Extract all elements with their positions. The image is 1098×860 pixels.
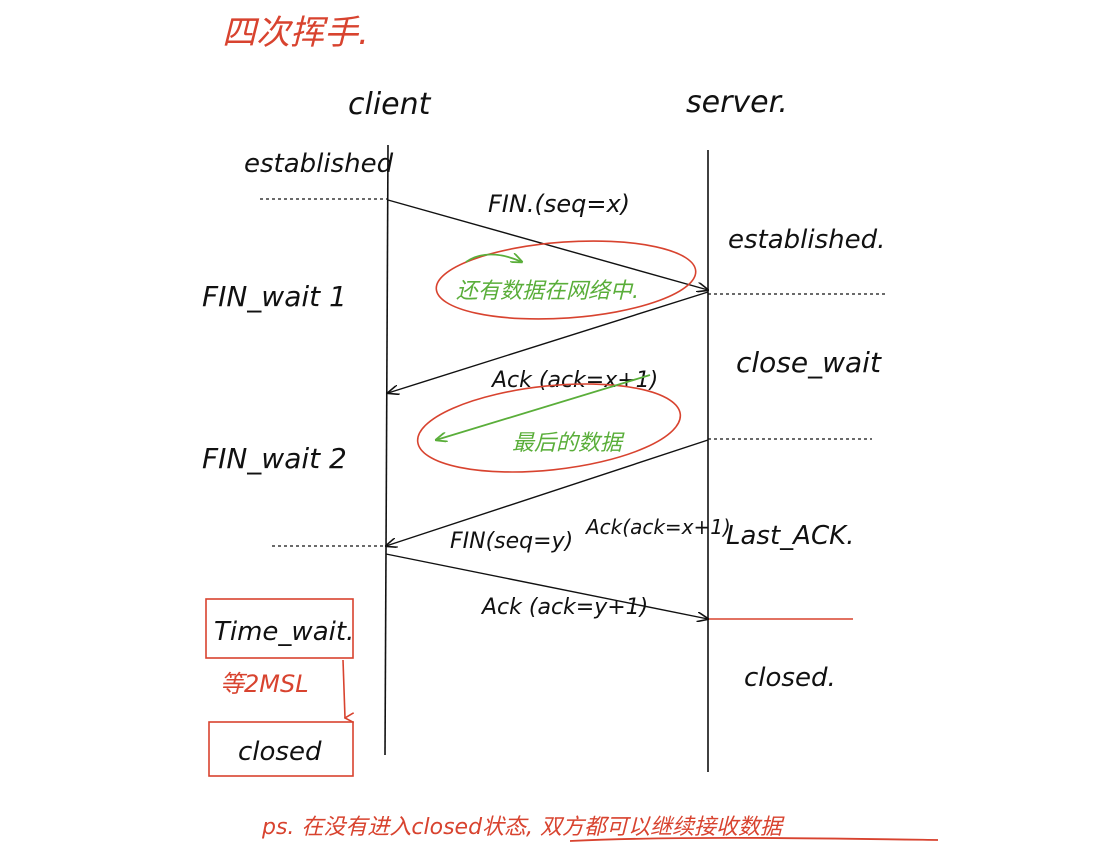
server-state-closed: closed. (744, 663, 836, 693)
ack-2-label: Ack (ack=y+1) (480, 595, 648, 620)
wait-2msl-arrow (342, 659, 345, 718)
diagram-title: 四次挥手. (222, 13, 369, 53)
ack-repeat-label: Ack(ack=x+1) (584, 515, 731, 539)
client-state-time-wait: Time_wait. (214, 617, 354, 647)
ack-1-arrow (388, 291, 709, 393)
server-state-close-wait: close_wait (736, 346, 882, 379)
client-state-closed: closed (238, 737, 322, 767)
ps-note-underline (569, 836, 939, 842)
fin-2-arrow (386, 439, 709, 546)
client-state-fin-wait-1: FIN_wait 1 (202, 280, 347, 313)
time-wait-box (205, 598, 354, 659)
data-in-network-arrow (465, 255, 522, 263)
client-state-fin-wait-2: FIN_wait 2 (202, 442, 347, 475)
client-state-established: established (244, 149, 394, 179)
client-label: client (348, 87, 432, 122)
server-state-established: established. (728, 225, 885, 255)
last-data-arrow (436, 374, 651, 440)
wait-2msl-label: 等2MSL (220, 670, 309, 698)
last-data-ellipse (416, 383, 682, 473)
data-in-network-ellipse (435, 240, 697, 320)
server-label: server. (686, 85, 788, 120)
ps-note: ps. 在没有进入closed状态, 双方都可以继续接收数据 (261, 815, 785, 840)
data-in-network-label: 还有数据在网络中. (456, 279, 639, 304)
last-data-label: 最后的数据 (512, 431, 625, 456)
client-lifeline (384, 144, 389, 756)
ack-2-arrow (385, 553, 708, 619)
fin-1-arrow (387, 199, 708, 290)
client-closed-box (208, 721, 354, 777)
fin-1-label: FIN.(seq=x) (488, 190, 630, 218)
server-state-last-ack: Last_ACK. (726, 521, 854, 551)
fin-2-label: FIN(seq=y) (450, 529, 573, 554)
